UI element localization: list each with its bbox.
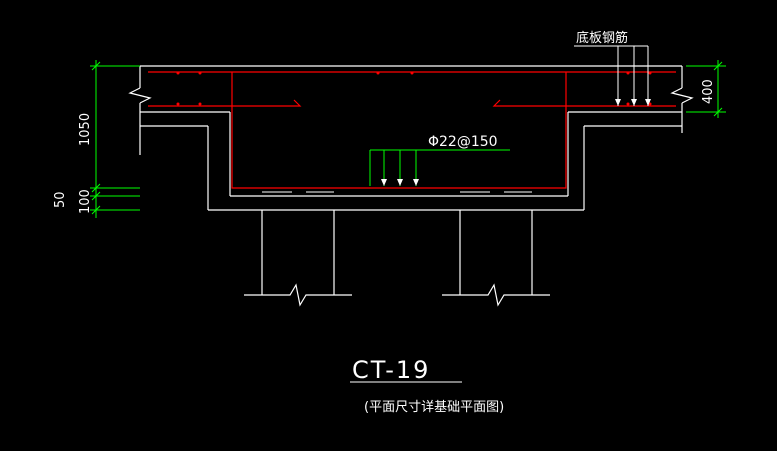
bottom-rebar-leader [574, 45, 649, 106]
rebar-spec-label: Φ22@150 [428, 134, 498, 150]
pile-right [442, 210, 550, 307]
pile-left [244, 210, 352, 307]
dimension-left-total: 1050 [78, 113, 93, 146]
pile-cap-outline [128, 65, 694, 211]
bottom-rebar-label: 底板钢筋 [576, 30, 628, 46]
dimension-right-400: 400 [701, 79, 716, 104]
dimension-left-100: 100 [78, 189, 93, 214]
dimension-left [90, 60, 140, 218]
dimension-right [686, 60, 726, 118]
drawing-title: CT-19 [352, 356, 430, 384]
leader-arrowheads [381, 99, 651, 186]
dimension-left-50: 50 [53, 191, 68, 208]
drawing-subtitle: (平面尺寸详基础平面图) [364, 400, 504, 415]
rebar-dots [176, 71, 652, 106]
